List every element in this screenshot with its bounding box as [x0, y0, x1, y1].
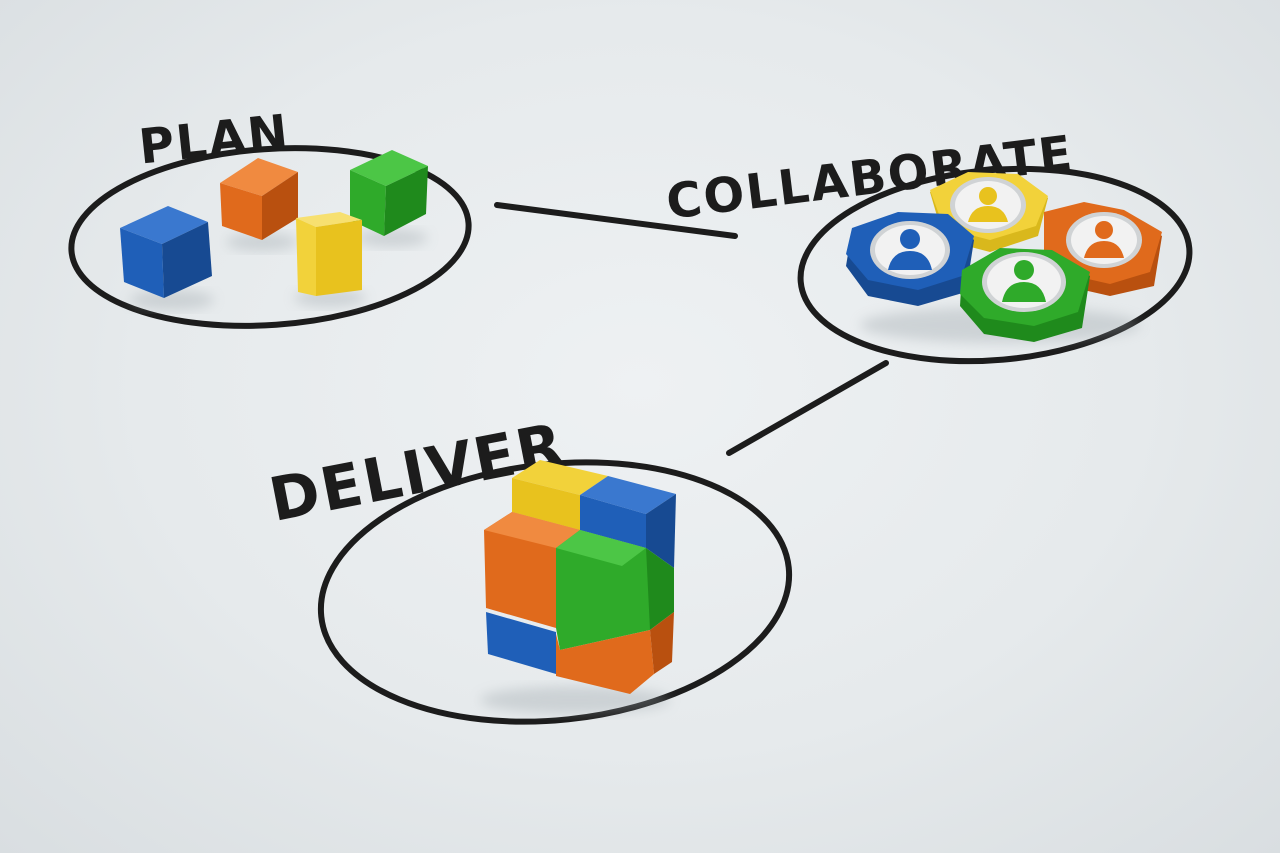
yellow-cube: [296, 212, 362, 296]
cube-blue-bottom: [486, 612, 556, 674]
orange-person-icon: [1084, 221, 1124, 258]
collaborate-group: [797, 165, 1193, 365]
cube-top-yellow: [512, 460, 608, 495]
plan-group: [68, 145, 472, 329]
yellow-person-icon: [968, 187, 1008, 222]
connector-collaborate-deliver: [726, 360, 889, 456]
collab-token-blue: [846, 212, 974, 306]
assembled-cube: [484, 460, 676, 694]
blue-person-icon: [888, 229, 932, 270]
green-person-icon: [1002, 260, 1046, 302]
blue-cube: [120, 206, 212, 298]
plan-circle: [68, 145, 472, 329]
cube-orange-bottom: [556, 630, 654, 694]
collab-token-green: [960, 248, 1090, 342]
cube-top-yellow-front: [512, 478, 580, 530]
collab-token-yellow: [930, 172, 1048, 252]
connector-plan-collaborate: [494, 202, 738, 239]
collaborate-circle: [797, 165, 1193, 365]
cube-top-blue: [580, 476, 676, 514]
orange-cube: [220, 158, 298, 240]
deliver-group: [317, 459, 793, 725]
